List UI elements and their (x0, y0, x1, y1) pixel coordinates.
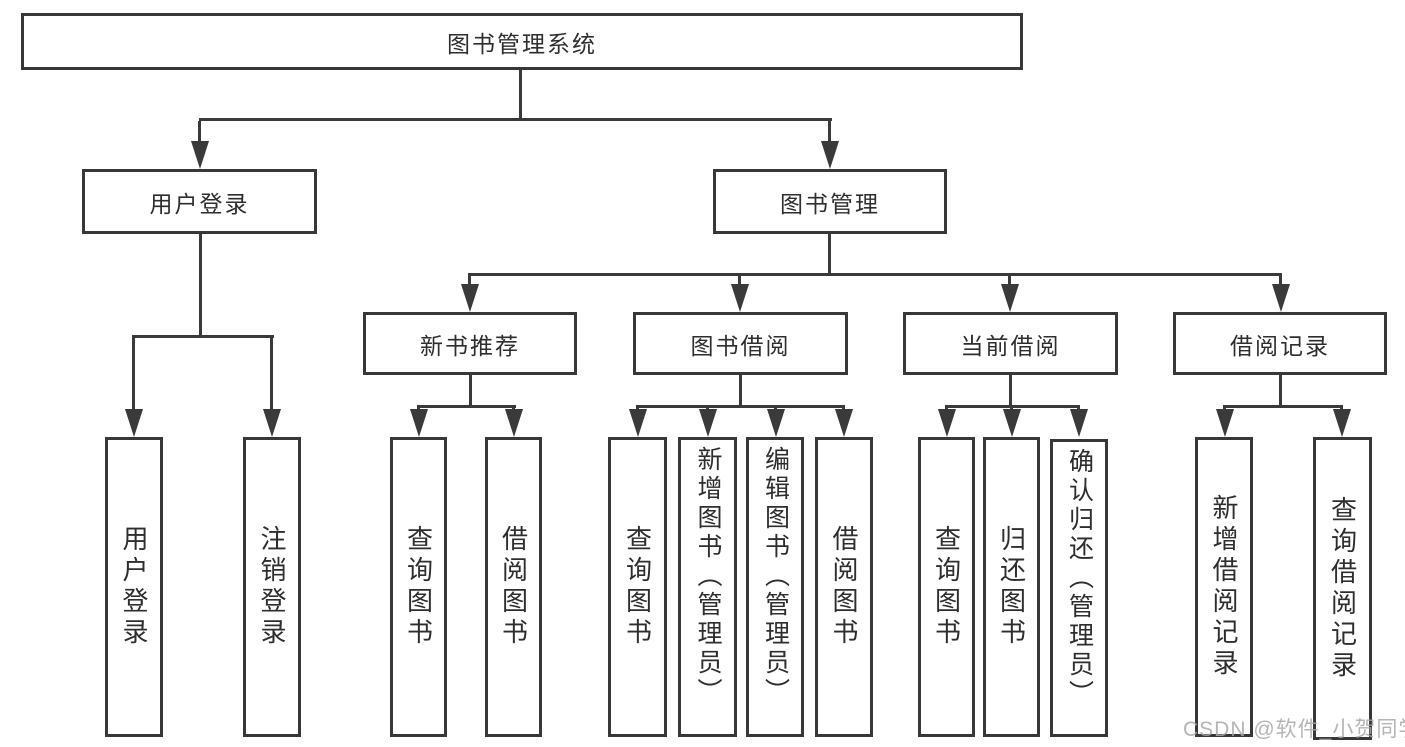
connector-line (270, 338, 273, 411)
arrow-down-icon (835, 409, 853, 437)
connector-line (636, 405, 845, 408)
leaf-query-books-recommend: 查询图书 (390, 437, 447, 737)
arrow-down-icon (731, 284, 749, 312)
node-book-management: 图书管理 (713, 169, 947, 234)
leaf-label: 归还图书 (996, 525, 1027, 649)
connector-line (1008, 276, 1011, 286)
node-label: 图书管理系统 (447, 30, 597, 57)
leaf-label: 查询图书 (931, 525, 962, 649)
arrow-down-icon (461, 284, 479, 312)
arrow-down-icon (821, 141, 839, 169)
arrow-down-icon (410, 409, 428, 437)
node-label: 图书借阅 (690, 332, 791, 359)
connector-line (199, 118, 832, 121)
leaf-label: 借阅图书 (829, 525, 859, 649)
leaf-user-login: 用户登录 (105, 437, 163, 737)
leaf-query-borrow-record: 查询借阅记录 (1313, 437, 1372, 740)
arrow-down-icon (1333, 409, 1351, 437)
arrow-down-icon (263, 409, 281, 437)
leaf-label: 注销登录 (257, 525, 287, 649)
leaf-return-books: 归还图书 (983, 437, 1040, 737)
connector-line (519, 70, 522, 118)
leaf-label: 新增借阅记录 (1209, 494, 1239, 680)
leaf-label: 用户登录 (119, 525, 149, 649)
leaf-label: 编辑图书（管理员） (761, 446, 790, 707)
node-label: 图书管理 (780, 190, 880, 217)
leaf-logout: 注销登录 (243, 437, 301, 737)
connector-line (1223, 405, 1343, 408)
node-user-login: 用户登录 (82, 169, 317, 234)
arrow-down-icon (699, 409, 717, 437)
arrow-down-icon (767, 409, 785, 437)
leaf-borrow-books: 借阅图书 (815, 437, 873, 737)
node-library-system: 图书管理系统 (21, 13, 1023, 70)
leaf-add-borrow-record: 新增借阅记录 (1195, 437, 1253, 737)
connector-line (417, 405, 516, 408)
node-new-book-recommend: 新书推荐 (363, 312, 577, 375)
connector-line (132, 338, 135, 411)
leaf-edit-book-admin: 编辑图书（管理员） (746, 437, 804, 737)
node-label: 用户登录 (149, 190, 250, 217)
node-borrowing-records: 借阅记录 (1173, 312, 1387, 375)
arrow-down-icon (505, 409, 523, 437)
connector-line (1009, 375, 1012, 405)
node-book-borrowing: 图书借阅 (633, 312, 848, 375)
arrow-down-icon (1272, 284, 1290, 312)
leaf-borrow-books-recommend: 借阅图书 (485, 437, 542, 737)
leaf-query-books-borrowing: 查询图书 (608, 437, 667, 737)
node-label: 当前借阅 (960, 332, 1061, 359)
csdn-watermark: CSDN @软件_小贺同学 (1183, 718, 1405, 741)
arrow-down-icon (1003, 409, 1021, 437)
connector-line (469, 375, 472, 405)
leaf-query-books-current: 查询图书 (918, 437, 975, 737)
leaf-confirm-return-admin: 确认归还（管理员） (1050, 439, 1108, 737)
connector-line (828, 121, 831, 143)
arrow-down-icon (1001, 284, 1019, 312)
connector-line (739, 375, 742, 405)
node-label: 借阅记录 (1230, 332, 1330, 359)
leaf-label: 新增图书（管理员） (694, 446, 722, 707)
connector-line (198, 121, 201, 143)
leaf-label: 查询图书 (403, 525, 434, 649)
leaf-label: 借阅图书 (498, 525, 529, 649)
arrow-down-icon (125, 409, 143, 437)
node-label: 新书推荐 (420, 332, 520, 359)
arrow-down-icon (629, 409, 647, 437)
arrow-down-icon (191, 141, 209, 169)
leaf-add-book-admin: 新增图书（管理员） (678, 437, 737, 737)
arrow-down-icon (1216, 409, 1234, 437)
connector-line (468, 273, 1282, 276)
connector-line (1279, 276, 1282, 286)
leaf-label: 确认归还（管理员） (1065, 448, 1094, 709)
node-current-borrowing: 当前借阅 (903, 312, 1118, 375)
connector-line (828, 234, 831, 273)
connector-line (1279, 375, 1282, 405)
arrow-down-icon (938, 409, 956, 437)
connector-line (199, 234, 202, 335)
connector-line (738, 276, 741, 286)
arrow-down-icon (1070, 409, 1088, 437)
connector-line (132, 335, 274, 338)
leaf-label: 查询图书 (622, 525, 653, 649)
connector-line (468, 276, 471, 286)
leaf-label: 查询借阅记录 (1327, 495, 1358, 682)
